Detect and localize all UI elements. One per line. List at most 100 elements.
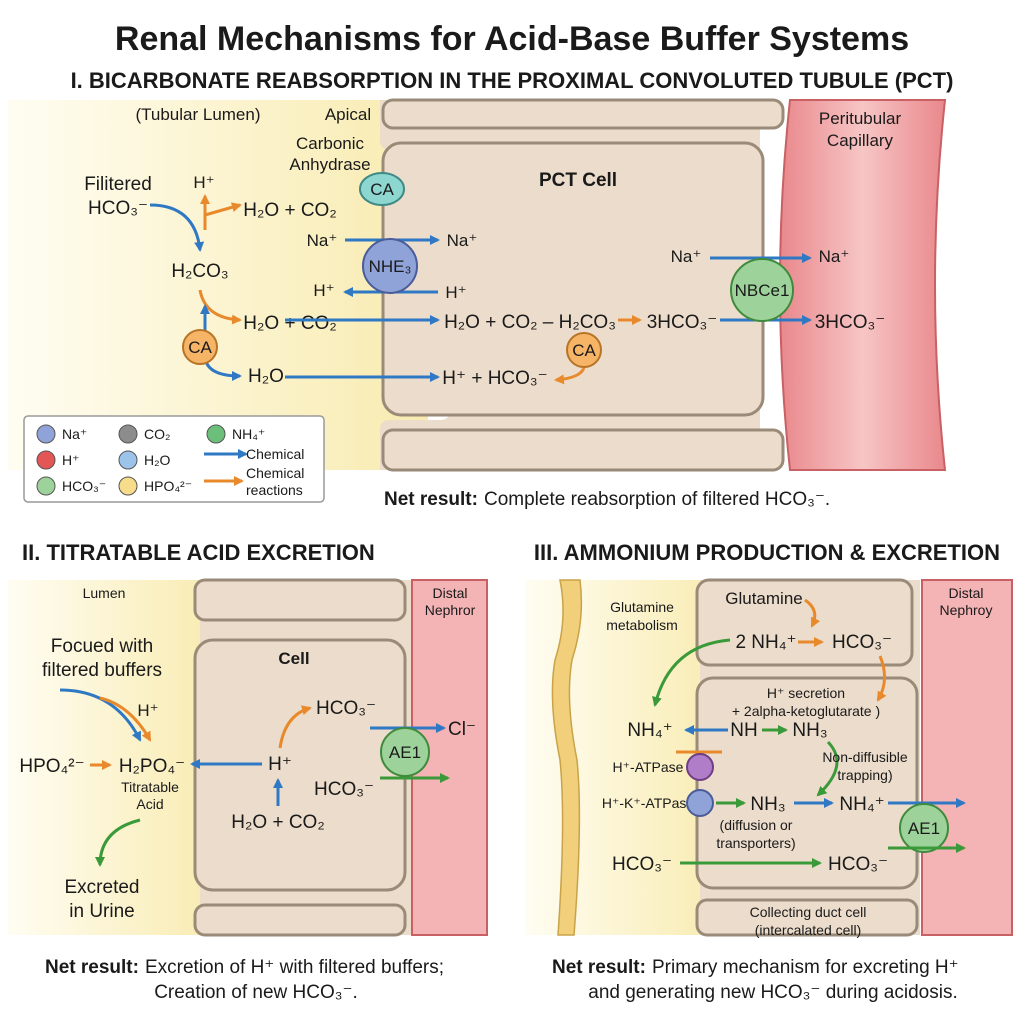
hk-atpase-pump — [686, 789, 714, 817]
section3-hco3-top: HCO₃⁻ — [832, 632, 892, 653]
nbce1-text: NBCe1 — [735, 281, 790, 300]
section3-hco3-cell: HCO₃⁻ — [828, 854, 888, 875]
section3-panel: III. AMMONIUM PRODUCTION & EXCRETION Glu… — [525, 540, 1013, 1003]
section2-net-bold: Net result: — [45, 957, 139, 978]
section3-nh4-lumen: NH₄⁺ — [627, 720, 672, 741]
arrow-excreted — [95, 818, 141, 867]
arrow-ca-to-h-hco3 — [554, 367, 586, 385]
section2-h-plus-cell: H⁺ — [268, 754, 292, 775]
section3-distal-2: Nephroy — [940, 602, 993, 618]
section3-heading: III. AMMONIUM PRODUCTION & EXCRETION — [534, 540, 1000, 565]
legend-label: HCO₃⁻ — [62, 478, 106, 494]
section3-hco3-lumen: HCO₃⁻ — [612, 854, 672, 875]
legend-label: CO₂ — [144, 426, 170, 442]
pct-cell-label: PCT Cell — [539, 170, 617, 191]
arrow-buffers-down — [59, 688, 142, 742]
legend-swatch — [36, 424, 56, 444]
ca-lumen-text: CA — [188, 338, 212, 357]
h-atpase-pump — [686, 753, 714, 781]
cell-na-plus: Na⁺ — [447, 231, 478, 250]
arrow-nh3-down — [816, 740, 839, 797]
filtered-hco3: HCO₃⁻ — [88, 198, 148, 219]
legend-box — [23, 415, 325, 503]
legend-label: HPO₄²⁻ — [144, 478, 192, 494]
h-secretion-1: H⁺ secretion — [767, 685, 845, 701]
h-atpase-label: H⁺-ATPase — [613, 759, 684, 775]
lumen-h2co3: H₂CO₃ — [171, 261, 228, 282]
arrow-hco3-down — [876, 655, 887, 702]
nhe3-transporter — [362, 238, 418, 294]
lumen-h-plus: H⁺ — [193, 173, 214, 192]
arrow-h-to-h2po4 — [99, 696, 152, 742]
section2-h2o-co2: H₂O + CO₂ — [231, 812, 324, 833]
capillary-label-2: Capillary — [827, 131, 894, 150]
section2-lumen-label: Lumen — [83, 585, 126, 601]
legend-label: H₂O — [144, 452, 171, 468]
section3-net-bold: Net result: — [552, 957, 646, 978]
section3-nh4-cell: NH₄⁺ — [839, 794, 884, 815]
section2-distal-1: Distal — [432, 585, 467, 601]
nbce1-transporter — [730, 258, 794, 322]
section2-net-text-1: Excretion of H⁺ with filtered buffers; — [145, 957, 444, 978]
section1-net-text: Complete reabsorption of filtered HCO₃⁻. — [484, 489, 830, 510]
legend-swatch — [118, 476, 138, 496]
legend-swatch — [36, 450, 56, 470]
carbonic-anhydrase-cell — [566, 332, 602, 368]
section1-net-bold: Net result: — [384, 489, 478, 510]
section2-panel: II. TITRATABLE ACID EXCRETION Lumen Cell… — [8, 540, 488, 1003]
page-title: Renal Mechanisms for Acid-Base Buffer Sy… — [115, 20, 909, 58]
collecting-2: (intercalated cell) — [755, 922, 862, 938]
collecting-duct-cell — [695, 676, 919, 890]
cell-h2o-co2-h2co3: H₂O + CO₂ – H₂CO₃ — [444, 312, 616, 333]
interstitial-stalk — [551, 579, 583, 936]
arrow-hco3-to-h2co3 — [149, 203, 205, 252]
section2-h-plus-lumen: H⁺ — [137, 701, 158, 720]
section3-ae1-text: AE1 — [908, 819, 940, 838]
carbonic-anhydrase-apical — [359, 172, 405, 206]
section2-hco3-bottom: HCO₃⁻ — [314, 779, 374, 800]
legend-label: NH₄⁺ — [232, 426, 265, 442]
hk-atpase-label: H⁺-K⁺-ATPase — [602, 795, 695, 811]
cell-3hco3: 3HCO₃⁻ — [647, 312, 718, 333]
section3-ae1 — [899, 803, 949, 853]
excreted-2: in Urine — [69, 901, 134, 922]
section3-cell-bottom — [695, 898, 919, 937]
section3-net-line1: Net result: Primary mechanism for excreti… — [552, 957, 959, 978]
section2-cell-label: Cell — [278, 649, 309, 668]
legend-swatch — [206, 424, 226, 444]
section1-net-result: Net result: Complete reabsorption of filt… — [384, 489, 830, 510]
ca-label-2: Anhydrase — [289, 155, 370, 174]
na-capillary: Na⁺ — [819, 247, 850, 266]
filtered-label: Filitered — [84, 174, 152, 195]
arrow-to-h2o-co2 — [204, 202, 242, 217]
section3-cell-top — [695, 578, 914, 667]
non-diffusible-2: trapping) — [837, 767, 892, 783]
arrow-h2co3-split — [198, 289, 242, 325]
section2-net-line1: Net result: Excretion of H⁺ with filtered… — [45, 957, 444, 978]
arrow-to-hco3 — [278, 705, 312, 749]
section2-h2po4: H₂PO₄⁻ — [119, 756, 185, 777]
apical-label: Apical — [325, 105, 371, 124]
section1-panel: (Tubular Lumen) Apical Carbonic Anhydras… — [8, 98, 947, 510]
section3-2nh4: 2 NH₄⁺ — [735, 632, 796, 653]
cell-junction-bottom — [381, 428, 785, 472]
legend-swatch — [118, 424, 138, 444]
legend-label: H⁺ — [62, 452, 80, 468]
legend-blue-label: Chemical — [246, 446, 304, 462]
cell-h-plus: H⁺ — [445, 283, 466, 302]
section3-net-text-1: Primary mechanism for excreting H⁺ — [652, 957, 959, 978]
hco3-capillary: 3HCO₃⁻ — [815, 312, 886, 333]
section3-distal-nephron — [921, 579, 1013, 936]
peritubular-capillary — [779, 99, 947, 471]
focused-label-2: filtered buffers — [42, 660, 162, 681]
lumen-h2o-co2-top: H₂O + CO₂ — [243, 200, 336, 221]
glutamine-metab-2: metabolism — [606, 617, 678, 633]
section2-distal-2: Nephror — [425, 602, 476, 618]
section2-ae1 — [380, 727, 430, 777]
section3-nh3-top: NH₃ — [792, 720, 827, 741]
section2-ae1-text: AE1 — [389, 743, 421, 762]
excreted-1: Excreted — [65, 877, 140, 898]
legend-swatch — [36, 476, 56, 496]
ca-apical-text: CA — [370, 180, 394, 199]
